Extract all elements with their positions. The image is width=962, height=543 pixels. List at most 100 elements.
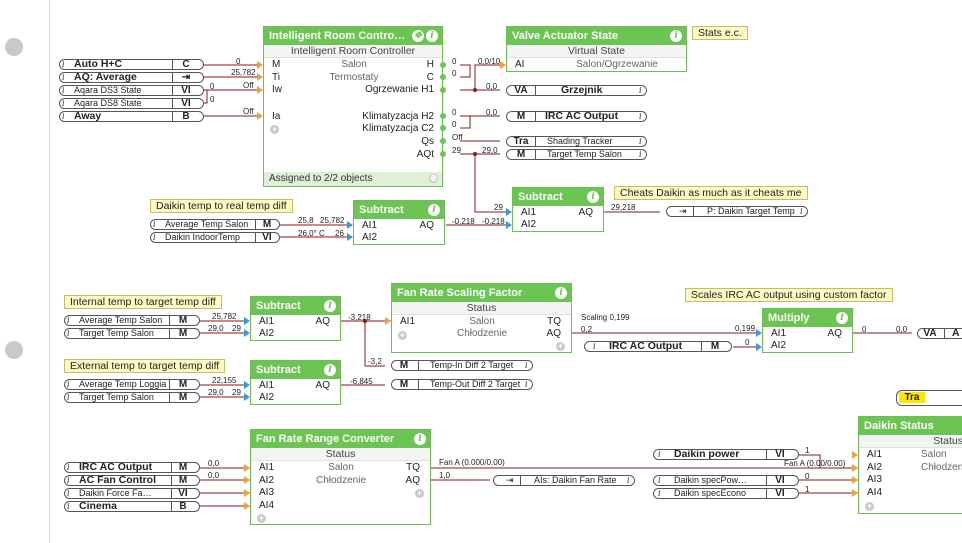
pin-qs: Qs xyxy=(421,136,434,147)
pin-c2: Klimatyzacja C2 xyxy=(362,123,434,134)
output-temp-in-diff[interactable]: M Temp-In Diff 2 Target i xyxy=(391,360,533,371)
info-icon[interactable]: i xyxy=(670,30,682,42)
pin-aq: AQ xyxy=(419,220,434,231)
wire-value: 25,782 xyxy=(212,312,237,321)
pin-ai1: AI1 xyxy=(400,316,416,327)
note-daikin-temp[interactable]: Daikin temp to real temp diff xyxy=(150,199,293,213)
wire-value: -3,2 xyxy=(368,357,382,366)
pin-aq: AQ xyxy=(315,316,330,327)
wire-value: 0 xyxy=(452,57,457,66)
valve-actuator-block[interactable]: Valve Actuator State i Virtual State AI … xyxy=(506,26,687,72)
note-external[interactable]: External temp to target temp diff xyxy=(64,359,226,373)
wire-value: 29 xyxy=(232,388,241,397)
pin-aq: AQ xyxy=(578,207,593,218)
info-icon[interactable]: i xyxy=(324,364,336,376)
note-cheats[interactable]: Cheats Daikin as much as it cheats me xyxy=(614,186,808,200)
fan-scaling-block[interactable]: Fan Rate Scaling Factor i Status AI1 + S… xyxy=(391,283,572,353)
wire-value: 0 xyxy=(805,472,810,481)
move-icon[interactable]: ✥ xyxy=(412,30,424,42)
pin-ai2: AI2 xyxy=(259,475,275,486)
wire-value: -6,845 xyxy=(350,377,373,386)
add-output-icon[interactable]: + xyxy=(556,341,565,351)
tra-right-ref[interactable]: Tra xyxy=(896,390,962,406)
add-input-icon[interactable]: + xyxy=(398,330,407,340)
input-arrow xyxy=(257,73,263,81)
subtract-internal-block[interactable]: Subtract i AI1 AI2 AQ xyxy=(250,296,341,341)
daikin-status-header[interactable]: Daikin Status xyxy=(859,417,962,435)
output-temp-out-diff[interactable]: M Temp-Out Diff 2 Target i xyxy=(391,379,533,390)
info-icon[interactable]: i xyxy=(426,30,438,42)
info-icon[interactable]: i xyxy=(555,287,567,299)
subtract-header[interactable]: Subtract i xyxy=(251,361,340,379)
irc-block-header[interactable]: Intelligent Room Contro… ✥ i xyxy=(264,27,442,45)
wire-value: 0,0 xyxy=(208,471,220,480)
pin-ai2: AI2 xyxy=(771,340,787,351)
note-scales[interactable]: Scales IRC AC output using custom factor xyxy=(685,288,893,302)
pin-ti: Ti xyxy=(272,72,280,83)
irc-block[interactable]: Intelligent Room Contro… ✥ i Intelligent… xyxy=(263,26,443,187)
wire-value: Fan A (0.000/0.00) xyxy=(439,458,505,467)
add-input-icon[interactable]: + xyxy=(865,501,874,511)
output-daikin-target[interactable]: ⇥ P: Daikin Target Temp i xyxy=(666,206,808,217)
output-multiply[interactable]: VA A xyxy=(917,328,962,339)
input-arrow xyxy=(244,329,250,337)
valve-header[interactable]: Valve Actuator State i xyxy=(507,27,686,45)
fan-range-block[interactable]: Fan Rate Range Converter i Status AI1 AI… xyxy=(250,429,431,525)
input-arrow xyxy=(756,329,762,337)
multiply-block[interactable]: Multiply i AI1 AI2 AQ xyxy=(762,308,853,353)
output-target-temp[interactable]: M Target Temp Salon i xyxy=(506,149,647,160)
info-icon[interactable]: i xyxy=(428,204,440,216)
output-dot xyxy=(440,138,446,144)
subtract-daikin-block[interactable]: Subtract i AI1 AI2 AQ xyxy=(353,200,445,245)
subtract-external-block[interactable]: Subtract i AI1 AI2 AQ xyxy=(250,360,341,405)
input-arrow xyxy=(506,221,512,229)
info-icon[interactable]: i xyxy=(836,312,848,324)
info-icon[interactable]: i xyxy=(414,433,426,445)
note-stats[interactable]: Stats e.c. xyxy=(692,26,748,40)
info-icon[interactable]: i xyxy=(324,300,336,312)
fan-range-header[interactable]: Fan Rate Range Converter i xyxy=(251,430,430,448)
multiply-header[interactable]: Multiply i xyxy=(763,309,852,327)
add-input-icon[interactable]: + xyxy=(270,124,279,134)
output-shading-tracker[interactable]: Tra Shading Tracker i xyxy=(506,136,647,147)
pin-ai4: AI4 xyxy=(867,487,883,498)
wire-value: Off xyxy=(452,133,463,142)
fan-scaling-header[interactable]: Fan Rate Scaling Factor i xyxy=(392,284,571,302)
wire-value: 0,0 xyxy=(208,459,220,468)
note-internal[interactable]: Internal temp to target temp diff xyxy=(64,295,222,309)
pin-ai2: AI2 xyxy=(867,462,883,473)
subtract-header[interactable]: Subtract i xyxy=(354,201,444,219)
subtract-header[interactable]: Subtract i xyxy=(251,297,340,315)
output-grzejnik[interactable]: VA Grzejnik i xyxy=(506,85,647,96)
add-input-icon[interactable]: + xyxy=(257,513,266,523)
subtract-top-block[interactable]: Subtract i AI1 AI2 AQ xyxy=(512,187,604,232)
output-daikin-fan-rate[interactable]: ⇥ AIs: Daikin Fan Rate i xyxy=(493,475,635,486)
subtract-header[interactable]: Subtract i xyxy=(513,188,603,206)
info-icon[interactable]: i xyxy=(587,191,599,203)
add-output-icon[interactable]: + xyxy=(415,488,424,498)
pin-c: C xyxy=(426,72,434,83)
daikin-status-block[interactable]: Daikin Status Status AI1 AI2 AI3 AI4 + S… xyxy=(858,416,962,514)
output-irc-ac[interactable]: M IRC AC Output i xyxy=(506,111,647,122)
irc-footer: Assigned to 2/2 objects ⊗ xyxy=(264,172,442,186)
settings-icon[interactable]: ⊗ xyxy=(429,173,438,183)
